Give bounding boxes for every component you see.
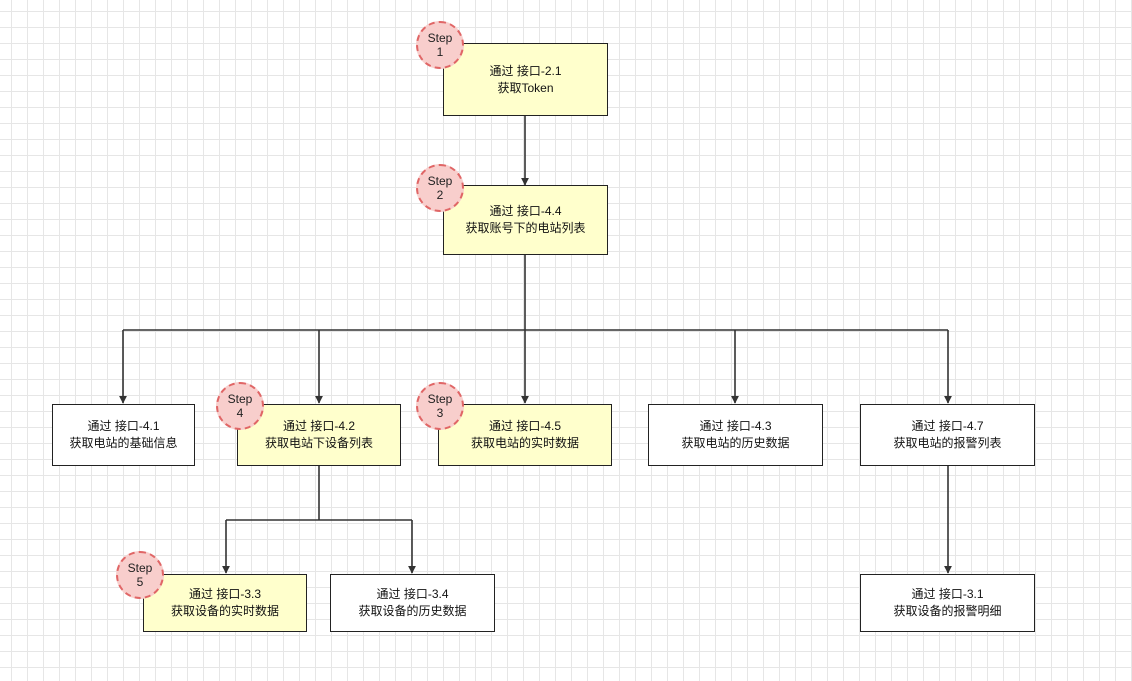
step-badge-number: 5 <box>136 575 144 589</box>
step-badge-4: Step 4 <box>216 382 264 430</box>
node-get-token: 通过 接口-2.1 获取Token <box>443 43 608 116</box>
step-badge-word: Step <box>227 392 253 406</box>
node-device-realtime: 通过 接口-3.3 获取设备的实时数据 <box>143 574 307 632</box>
step-badge-word: Step <box>127 561 153 575</box>
node-label-line1: 通过 接口-4.3 <box>699 419 772 433</box>
node-label-line2: 获取设备的实时数据 <box>170 604 279 618</box>
node-label-line1: 通过 接口-4.4 <box>489 204 562 218</box>
node-label-line2: 获取Token <box>497 80 554 95</box>
step-badge-word: Step <box>427 31 453 45</box>
node-label-line2: 获取电站下设备列表 <box>264 436 373 450</box>
node-label-line1: 通过 接口-4.7 <box>911 419 984 433</box>
node-station-history: 通过 接口-4.3 获取电站的历史数据 <box>648 404 823 466</box>
node-label-line2: 获取设备的历史数据 <box>358 604 467 618</box>
step-badge-number: 4 <box>236 406 244 420</box>
node-label-line2: 获取电站的基础信息 <box>69 436 178 450</box>
node-device-alarms: 通过 接口-3.1 获取设备的报警明细 <box>860 574 1035 632</box>
step-badge-number: 1 <box>436 45 444 59</box>
node-label-line1: 通过 接口-4.1 <box>87 419 160 433</box>
node-label-line1: 通过 接口-4.5 <box>488 419 561 433</box>
node-label-line1: 通过 接口-4.2 <box>282 419 355 433</box>
step-badge-number: 3 <box>436 406 444 420</box>
step-badge-1: Step 1 <box>416 21 464 69</box>
step-badge-number: 2 <box>436 188 444 202</box>
node-label-line1: 通过 接口-3.4 <box>376 587 449 601</box>
step-badge-5: Step 5 <box>116 551 164 599</box>
node-label-line2: 获取电站的历史数据 <box>681 436 790 450</box>
node-station-devices: 通过 接口-4.2 获取电站下设备列表 <box>237 404 401 466</box>
node-label-line1: 通过 接口-3.1 <box>911 587 984 601</box>
step-badge-2: Step 2 <box>416 164 464 212</box>
node-label-line1: 通过 接口-3.3 <box>188 587 261 601</box>
node-station-basic: 通过 接口-4.1 获取电站的基础信息 <box>52 404 195 466</box>
node-label-line2: 获取电站的实时数据 <box>470 436 579 450</box>
step-badge-word: Step <box>427 392 453 406</box>
node-label-line1: 通过 接口-2.1 <box>489 63 562 78</box>
node-label-line2: 获取设备的报警明细 <box>893 604 1002 618</box>
node-station-list: 通过 接口-4.4 获取账号下的电站列表 <box>443 185 608 255</box>
step-badge-3: Step 3 <box>416 382 464 430</box>
node-label-line2: 获取账号下的电站列表 <box>465 221 586 235</box>
node-station-realtime: 通过 接口-4.5 获取电站的实时数据 <box>438 404 612 466</box>
node-station-alarms: 通过 接口-4.7 获取电站的报警列表 <box>860 404 1035 466</box>
step-badge-word: Step <box>427 174 453 188</box>
node-device-history: 通过 接口-3.4 获取设备的历史数据 <box>330 574 495 632</box>
node-label-line2: 获取电站的报警列表 <box>893 436 1002 450</box>
